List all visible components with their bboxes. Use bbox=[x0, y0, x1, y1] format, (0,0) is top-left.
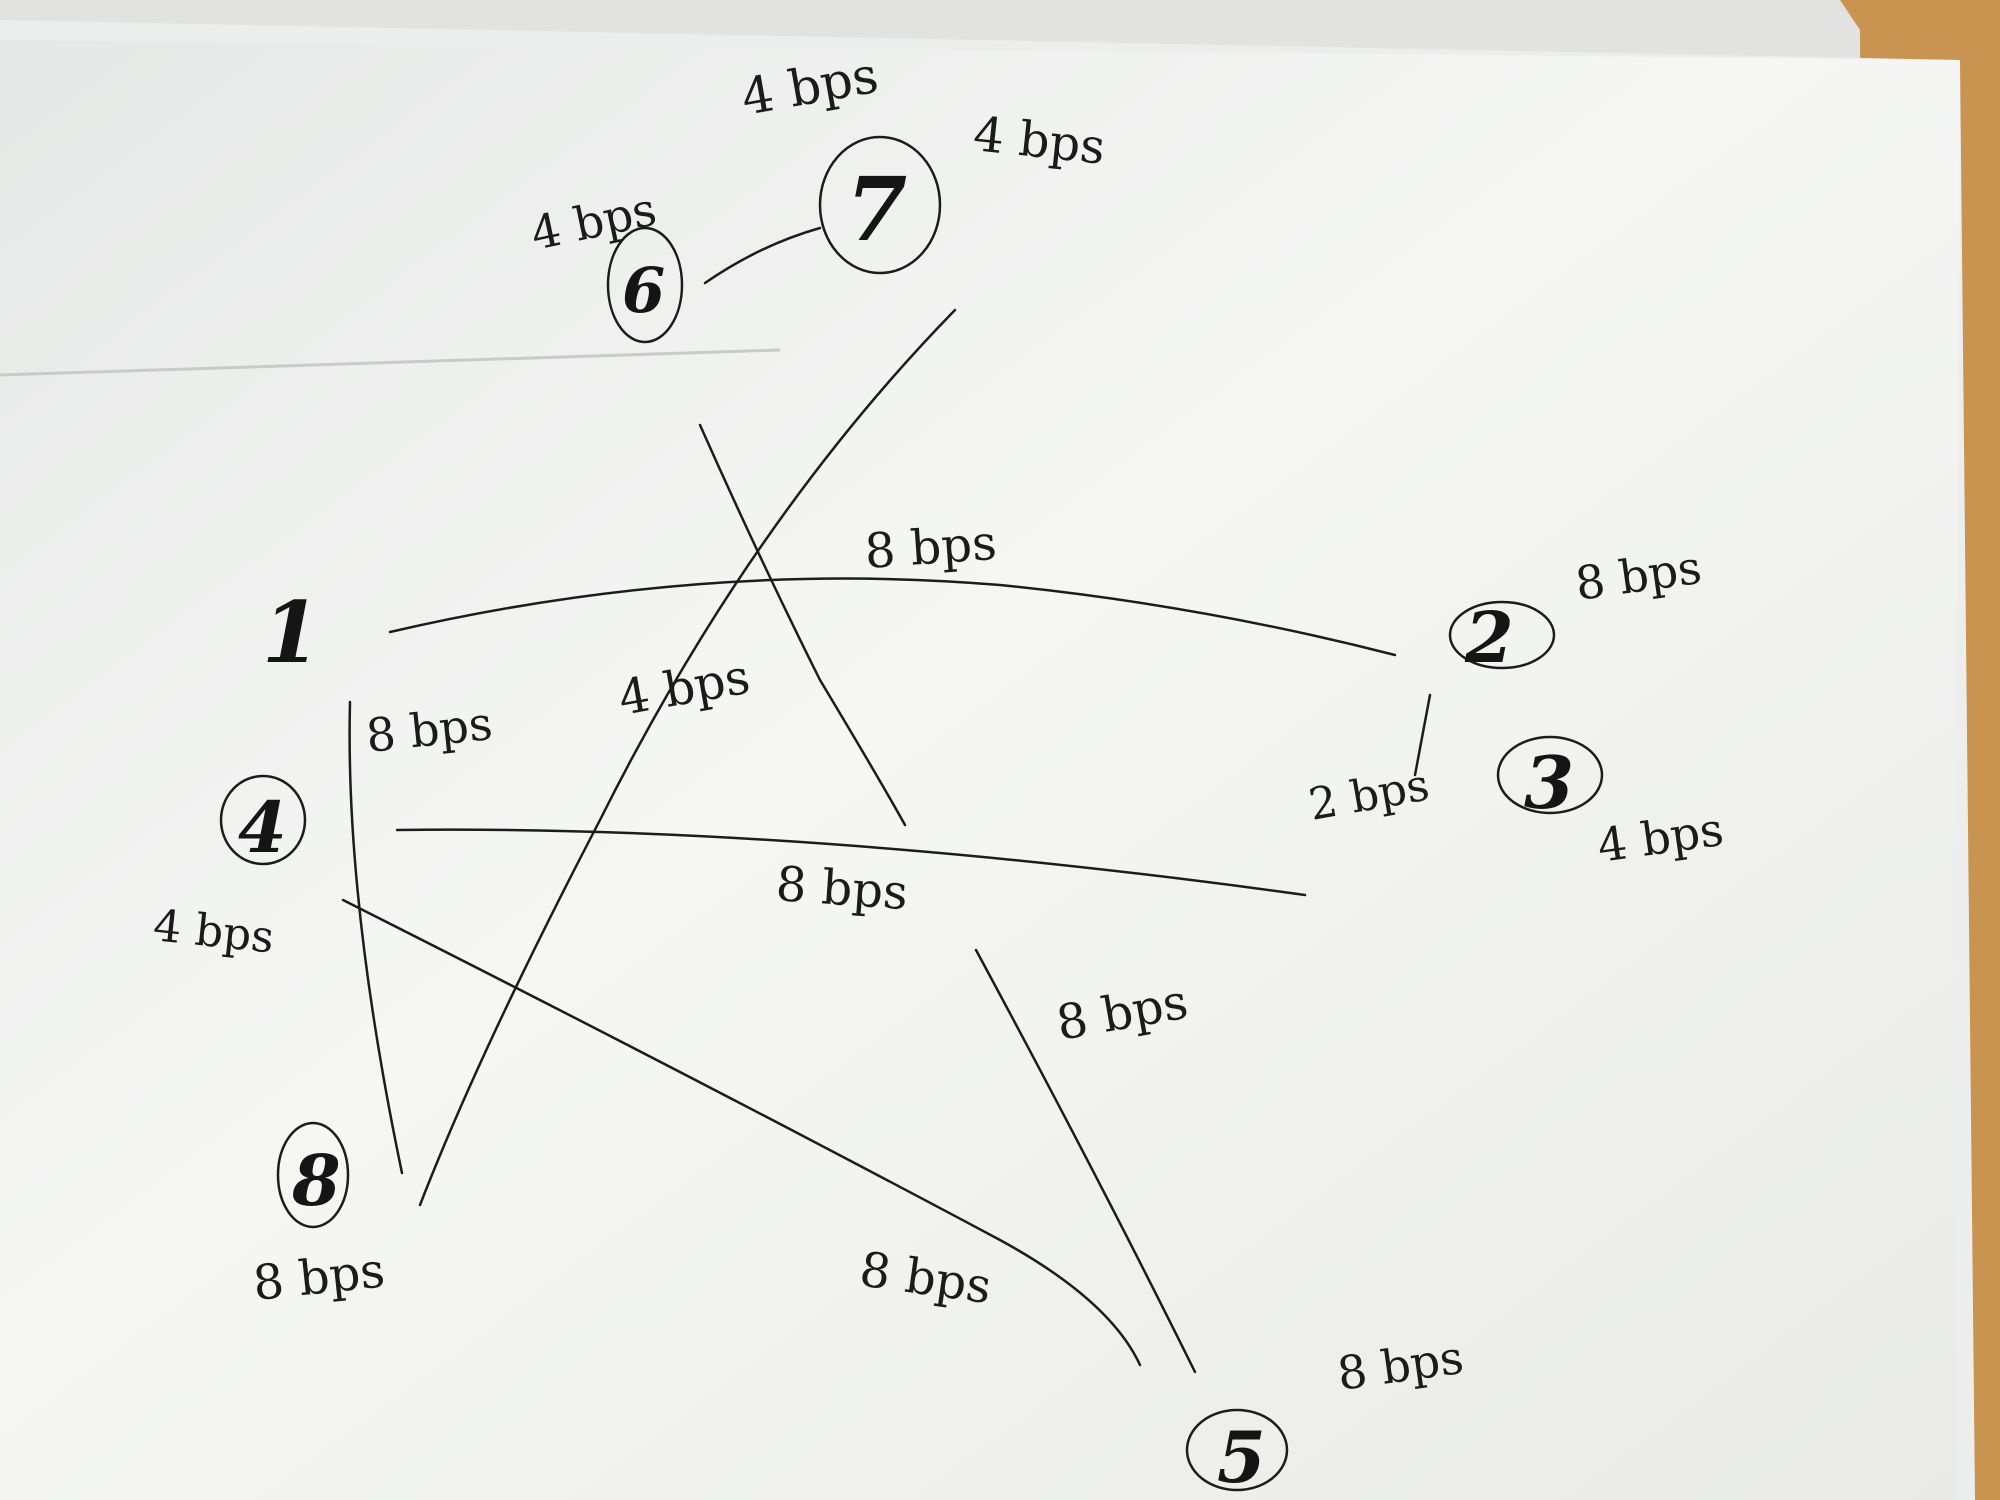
node-8: 8 bbox=[276, 1121, 350, 1229]
node-1: 1 bbox=[262, 583, 320, 682]
node-8-circle bbox=[276, 1121, 350, 1229]
edge-1-2 bbox=[388, 577, 1397, 657]
node-7-circle bbox=[818, 135, 942, 275]
edge-2-3 bbox=[1413, 693, 1432, 777]
edge-4-8 bbox=[348, 700, 404, 1175]
edge-7-8 bbox=[418, 308, 957, 1207]
node-3: 3 bbox=[1496, 735, 1604, 825]
node-6: 6 bbox=[606, 226, 684, 344]
node-3-circle bbox=[1496, 735, 1604, 815]
edge-4-3 bbox=[395, 828, 1307, 897]
paper-fold-line bbox=[0, 348, 781, 377]
nodes: 1 2 3 4 5 6 7 8 bbox=[219, 135, 1604, 1499]
edge-4-8-label: 8 bps bbox=[364, 696, 495, 763]
paper-sheet-front bbox=[0, 40, 1960, 1500]
node-4-circle bbox=[219, 774, 307, 866]
node-8-bandwidth: 8 bps bbox=[250, 1242, 387, 1311]
node-5-label: 5 bbox=[1217, 1416, 1266, 1499]
node-2-circle bbox=[1448, 600, 1556, 670]
node-4: 4 bbox=[219, 774, 307, 869]
node-2: 2 bbox=[1448, 596, 1556, 679]
edge-6-7 bbox=[703, 226, 822, 285]
node-5-circle bbox=[1185, 1408, 1289, 1492]
edge-cross bbox=[698, 423, 907, 827]
node-6-label: 6 bbox=[622, 254, 665, 327]
node-2-label: 2 bbox=[1464, 596, 1514, 679]
node-4-bandwidth: 4 bps bbox=[151, 900, 277, 963]
edge-3-5 bbox=[974, 948, 1197, 1374]
edge-4-5 bbox=[341, 898, 1142, 1367]
edge-1-2-label: 8 bps bbox=[863, 515, 998, 580]
edge-4-3-label: 8 bps bbox=[774, 856, 909, 921]
node-5: 5 bbox=[1185, 1408, 1289, 1499]
node-1-label: 1 bbox=[262, 583, 320, 682]
edges bbox=[341, 226, 1432, 1374]
node-7-bandwidth: 4 bps bbox=[971, 106, 1108, 175]
node-7-label: 7 bbox=[846, 157, 907, 261]
node-8-label: 8 bbox=[291, 1139, 341, 1222]
node-4-label: 4 bbox=[238, 786, 287, 869]
node-6-circle bbox=[606, 226, 684, 344]
node-3-label: 3 bbox=[1524, 740, 1574, 825]
node-7: 7 bbox=[818, 135, 942, 275]
